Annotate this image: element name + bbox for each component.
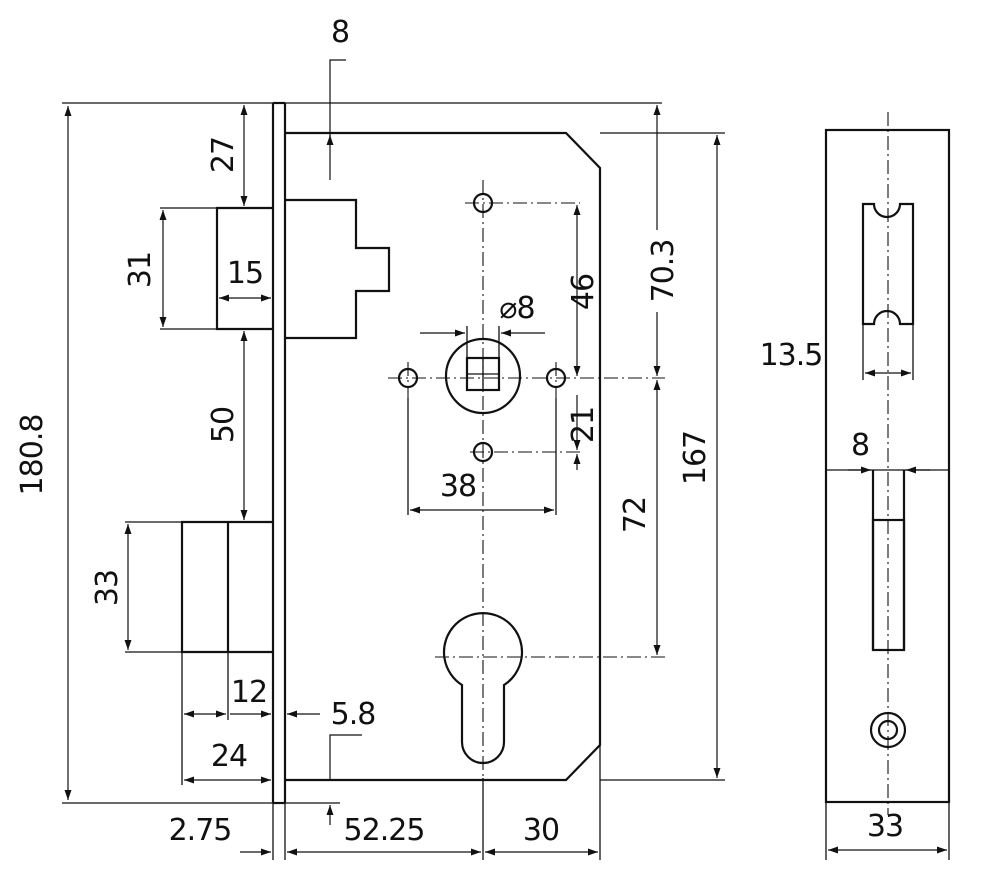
dim-faceplate-width: 33 <box>867 809 903 844</box>
dim-faceplate-thickness: 2.75 <box>169 813 232 848</box>
dim-top-offset: 8 <box>331 15 349 50</box>
dim-latch-projection: 15 <box>227 256 263 291</box>
dim-total-height: 180.8 <box>15 415 50 496</box>
extension-lines <box>62 102 725 860</box>
dim-bottom-offset: 5.8 <box>331 697 376 732</box>
dim-backset: 52.25 <box>344 813 425 848</box>
dimension-lines <box>64 59 721 856</box>
dim-cylinder-to-back: 30 <box>523 813 559 848</box>
dim-follower-spindle: ⌀8 <box>499 291 534 326</box>
faceplate <box>271 101 287 805</box>
dim-bolt-width: 8 <box>851 428 869 463</box>
dim-screw-to-follower-bottom: 21 <box>566 407 601 443</box>
side-view: 13.5 8 33 <box>760 112 951 860</box>
latch-mechanism <box>285 198 391 340</box>
dim-bolt-projection: 24 <box>211 739 247 774</box>
dim-latch-height: 31 <box>123 252 158 288</box>
front-view: 180.8 2.75 52.25 30 8 5.8 27 31 15 50 33… <box>15 15 725 860</box>
dim-follower-to-cylinder: 72 <box>618 497 653 533</box>
dim-latch-width: 13.5 <box>760 338 823 373</box>
cylinder-cutout <box>442 612 524 765</box>
dim-to-latch: 27 <box>206 137 241 173</box>
dim-bolt-step: 12 <box>231 675 267 710</box>
dim-follower-to-top: 70.3 <box>646 240 681 303</box>
latch-bolt <box>160 206 273 331</box>
dimension-labels: 180.8 2.75 52.25 30 8 5.8 27 31 15 50 33… <box>15 15 713 848</box>
centerlines <box>388 180 665 778</box>
lock-case <box>285 131 602 782</box>
dim-screw-spacing: 38 <box>440 469 476 504</box>
dim-latch-to-bolt: 50 <box>206 407 241 443</box>
dim-screw-to-follower-top: 46 <box>566 274 601 310</box>
dim-bolt-height: 33 <box>90 570 125 606</box>
dim-case-height: 167 <box>678 431 713 485</box>
dead-bolt <box>125 520 273 654</box>
